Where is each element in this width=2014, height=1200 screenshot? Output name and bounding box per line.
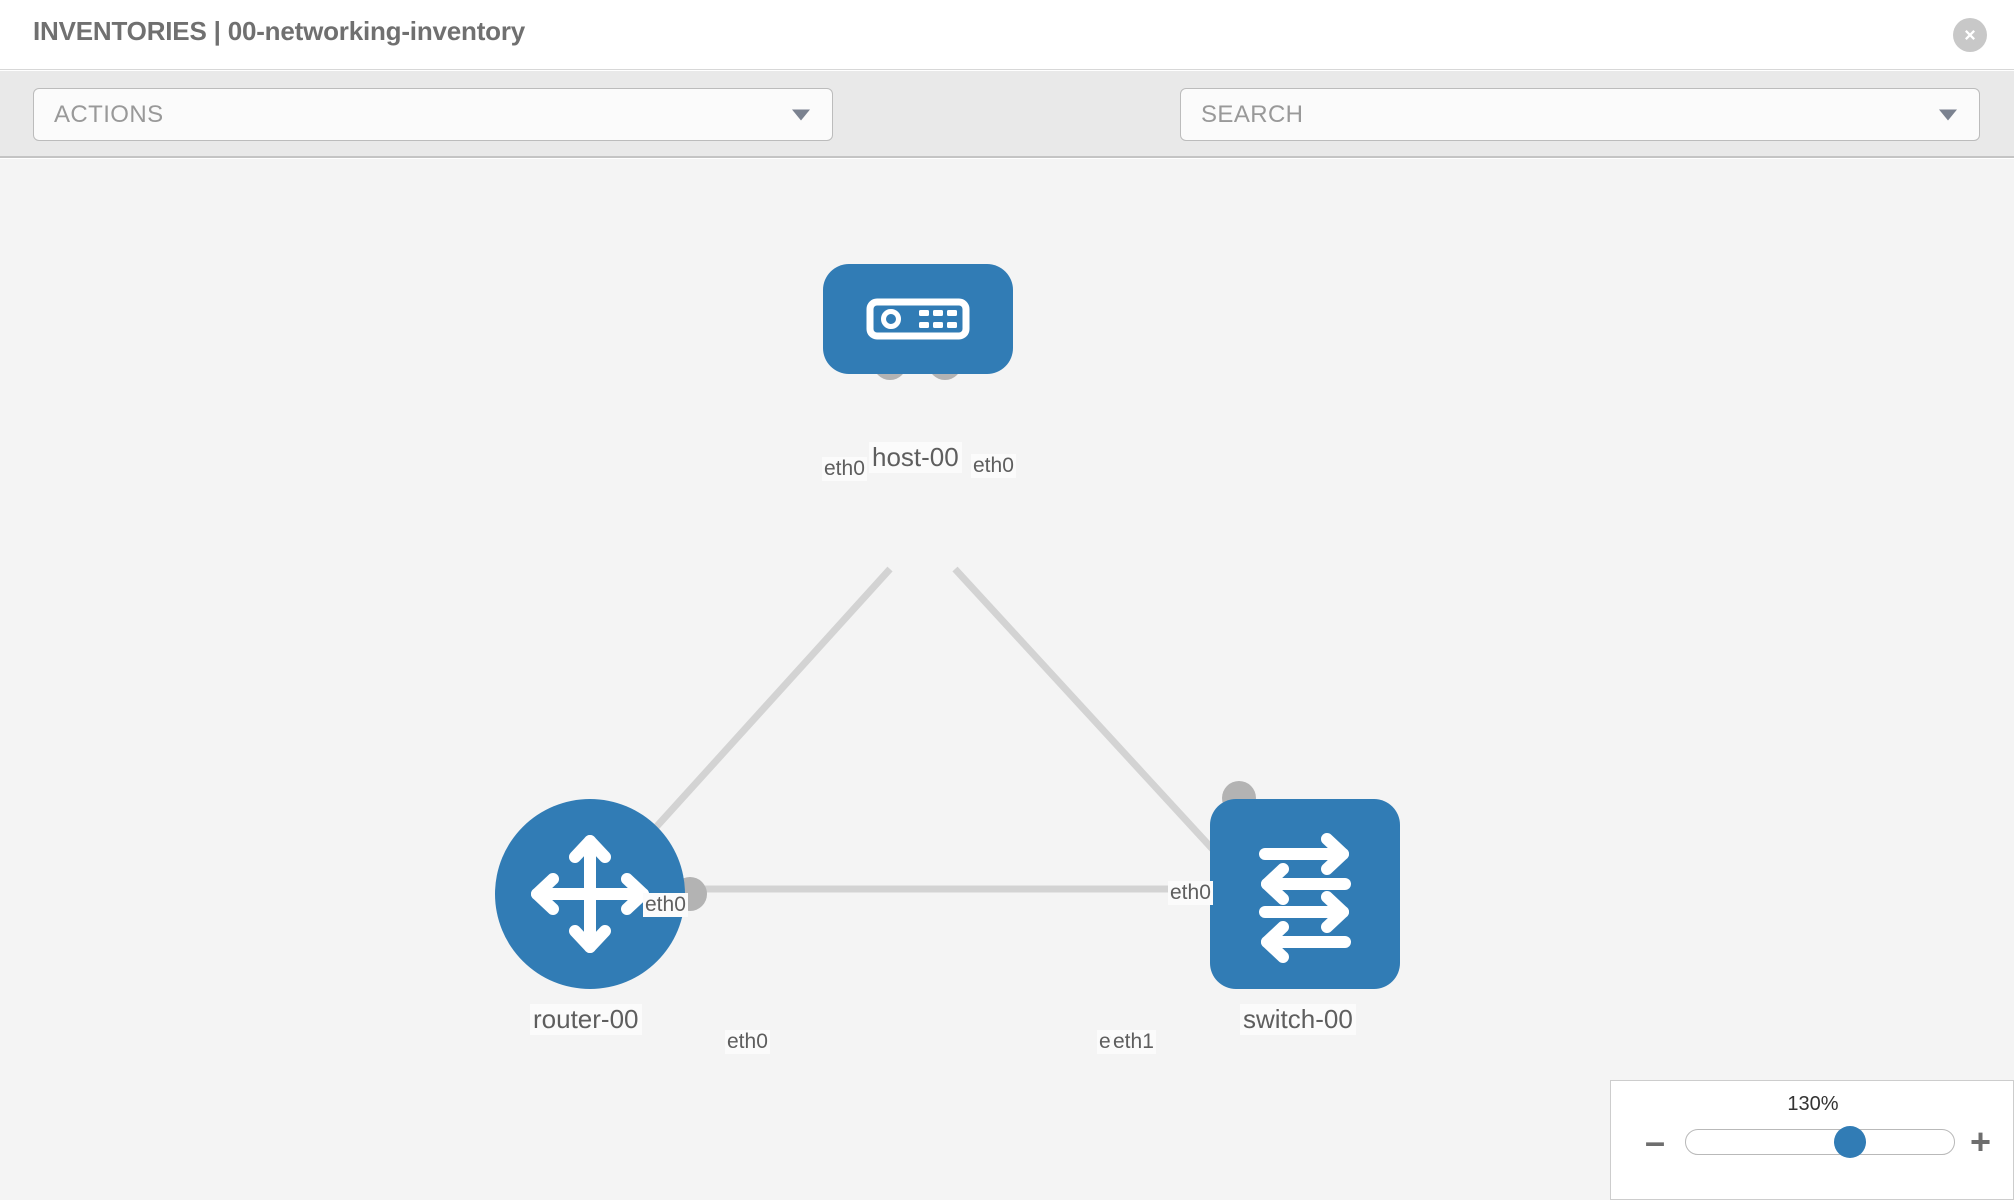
toolbar: ACTIONS SEARCH	[0, 71, 2014, 199]
zoom-percent-label: 130%	[1787, 1093, 1839, 1115]
node-host-00[interactable]	[823, 264, 1013, 380]
window-header: INVENTORIES | 00-networking-inventory	[0, 0, 2014, 70]
chevron-down-icon	[1939, 109, 1957, 120]
zoom-out-button[interactable]: –	[1645, 1121, 1666, 1162]
search-placeholder: SEARCH	[1201, 100, 1304, 128]
actions-dropdown[interactable]: ACTIONS	[33, 88, 833, 141]
zoom-slider[interactable]	[1685, 1126, 1955, 1158]
node-router-00[interactable]	[495, 799, 725, 989]
node-label-host-00: host-00	[869, 442, 962, 473]
node-label-router-00: router-00	[530, 1004, 642, 1035]
edge-label-switch-up: eth0	[1168, 881, 1213, 905]
search-input[interactable]: SEARCH	[1180, 88, 1980, 141]
close-icon	[1965, 30, 1975, 40]
node-label-switch-00: switch-00	[1240, 1004, 1356, 1035]
node-switch-00[interactable]	[1210, 781, 1440, 989]
edge-label-host-left: eth0	[822, 457, 867, 481]
router-arrows-icon	[531, 835, 649, 953]
edge-host-switch[interactable]	[952, 566, 1243, 882]
actions-dropdown-label: ACTIONS	[54, 100, 164, 128]
topology-canvas[interactable]: host-00 eth0 eth0 router-00 eth0 eth0	[0, 159, 2014, 1200]
zoom-panel: 130% – +	[1610, 1080, 2014, 1200]
switch-node-shape[interactable]	[1210, 799, 1400, 989]
edge-label-switch-left: eth1	[1111, 1030, 1156, 1054]
edge-label-router-up: eth0	[643, 893, 688, 917]
zoom-slider-thumb[interactable]	[1834, 1126, 1866, 1158]
chevron-down-icon	[792, 109, 810, 120]
router-node-shape[interactable]	[495, 799, 685, 989]
page-title: INVENTORIES | 00-networking-inventory	[33, 16, 526, 46]
server-icon	[866, 298, 970, 340]
edge-label-router-right: eth0	[725, 1030, 770, 1054]
close-button[interactable]	[1953, 18, 1987, 52]
edge-label-host-right: eth0	[971, 454, 1016, 478]
switch-arrows-icon	[1259, 833, 1351, 963]
host-node-shape[interactable]	[823, 264, 1013, 374]
zoom-in-button[interactable]: +	[1969, 1121, 1991, 1162]
